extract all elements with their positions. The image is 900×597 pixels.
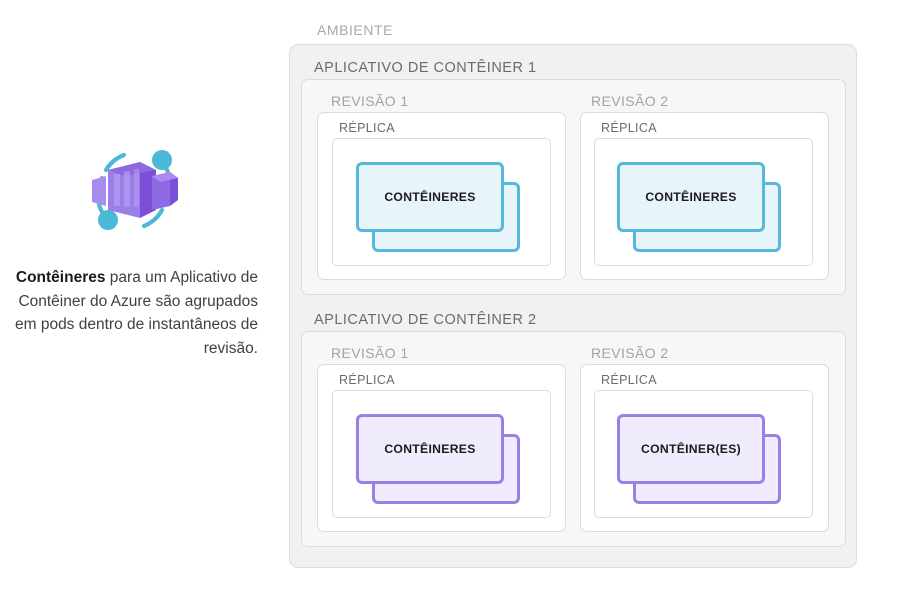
- container-card-front: CONTÊINER(ES): [617, 414, 765, 484]
- caption-column: Contêineres para um Aplicativo de Contêi…: [0, 140, 268, 360]
- container-card-label: CONTÊINER(ES): [640, 442, 742, 456]
- container-card-label: CONTÊINERES: [384, 190, 476, 204]
- app-1-revision-1-replica-label: RÉPLICA: [339, 121, 395, 135]
- app-2-label: APLICATIVO DE CONTÊINER 2: [314, 312, 537, 328]
- app-2-revision-1-replica-label: RÉPLICA: [339, 373, 395, 387]
- app-1-label: APLICATIVO DE CONTÊINER 1: [314, 60, 537, 76]
- app-2-revision-1-label: REVISÃO 1: [331, 345, 409, 361]
- app-2-revision-2-replica-label: RÉPLICA: [601, 373, 657, 387]
- environment-label: AMBIENTE: [317, 22, 393, 38]
- caption-bold-lead: Contêineres: [15, 269, 106, 286]
- caption-rest: para um Aplicativo de Contêiner do Azure…: [14, 269, 258, 357]
- container-card-front: CONTÊINERES: [356, 162, 504, 232]
- caption-text: Contêineres para um Aplicativo de Contêi…: [10, 266, 258, 360]
- container-card-label: CONTÊINERES: [384, 442, 476, 456]
- app-1-revision-1-label: REVISÃO 1: [331, 93, 409, 109]
- container-card-front: CONTÊINERES: [356, 414, 504, 484]
- app-2-revision-2-container-stack: CONTÊINER(ES): [617, 414, 782, 506]
- app-1-revision-1-container-stack: CONTÊINERES: [356, 162, 521, 254]
- app-2-revision-1-container-stack: CONTÊINERES: [356, 414, 521, 506]
- app-1-revision-2-container-stack: CONTÊINERES: [617, 162, 782, 254]
- azure-container-apps-icon: [92, 150, 178, 230]
- container-card-front: CONTÊINERES: [617, 162, 765, 232]
- app-1-revision-2-label: REVISÃO 2: [591, 93, 669, 109]
- app-2-revision-2-label: REVISÃO 2: [591, 345, 669, 361]
- app-1-revision-2-replica-label: RÉPLICA: [601, 121, 657, 135]
- container-card-label: CONTÊINERES: [645, 190, 737, 204]
